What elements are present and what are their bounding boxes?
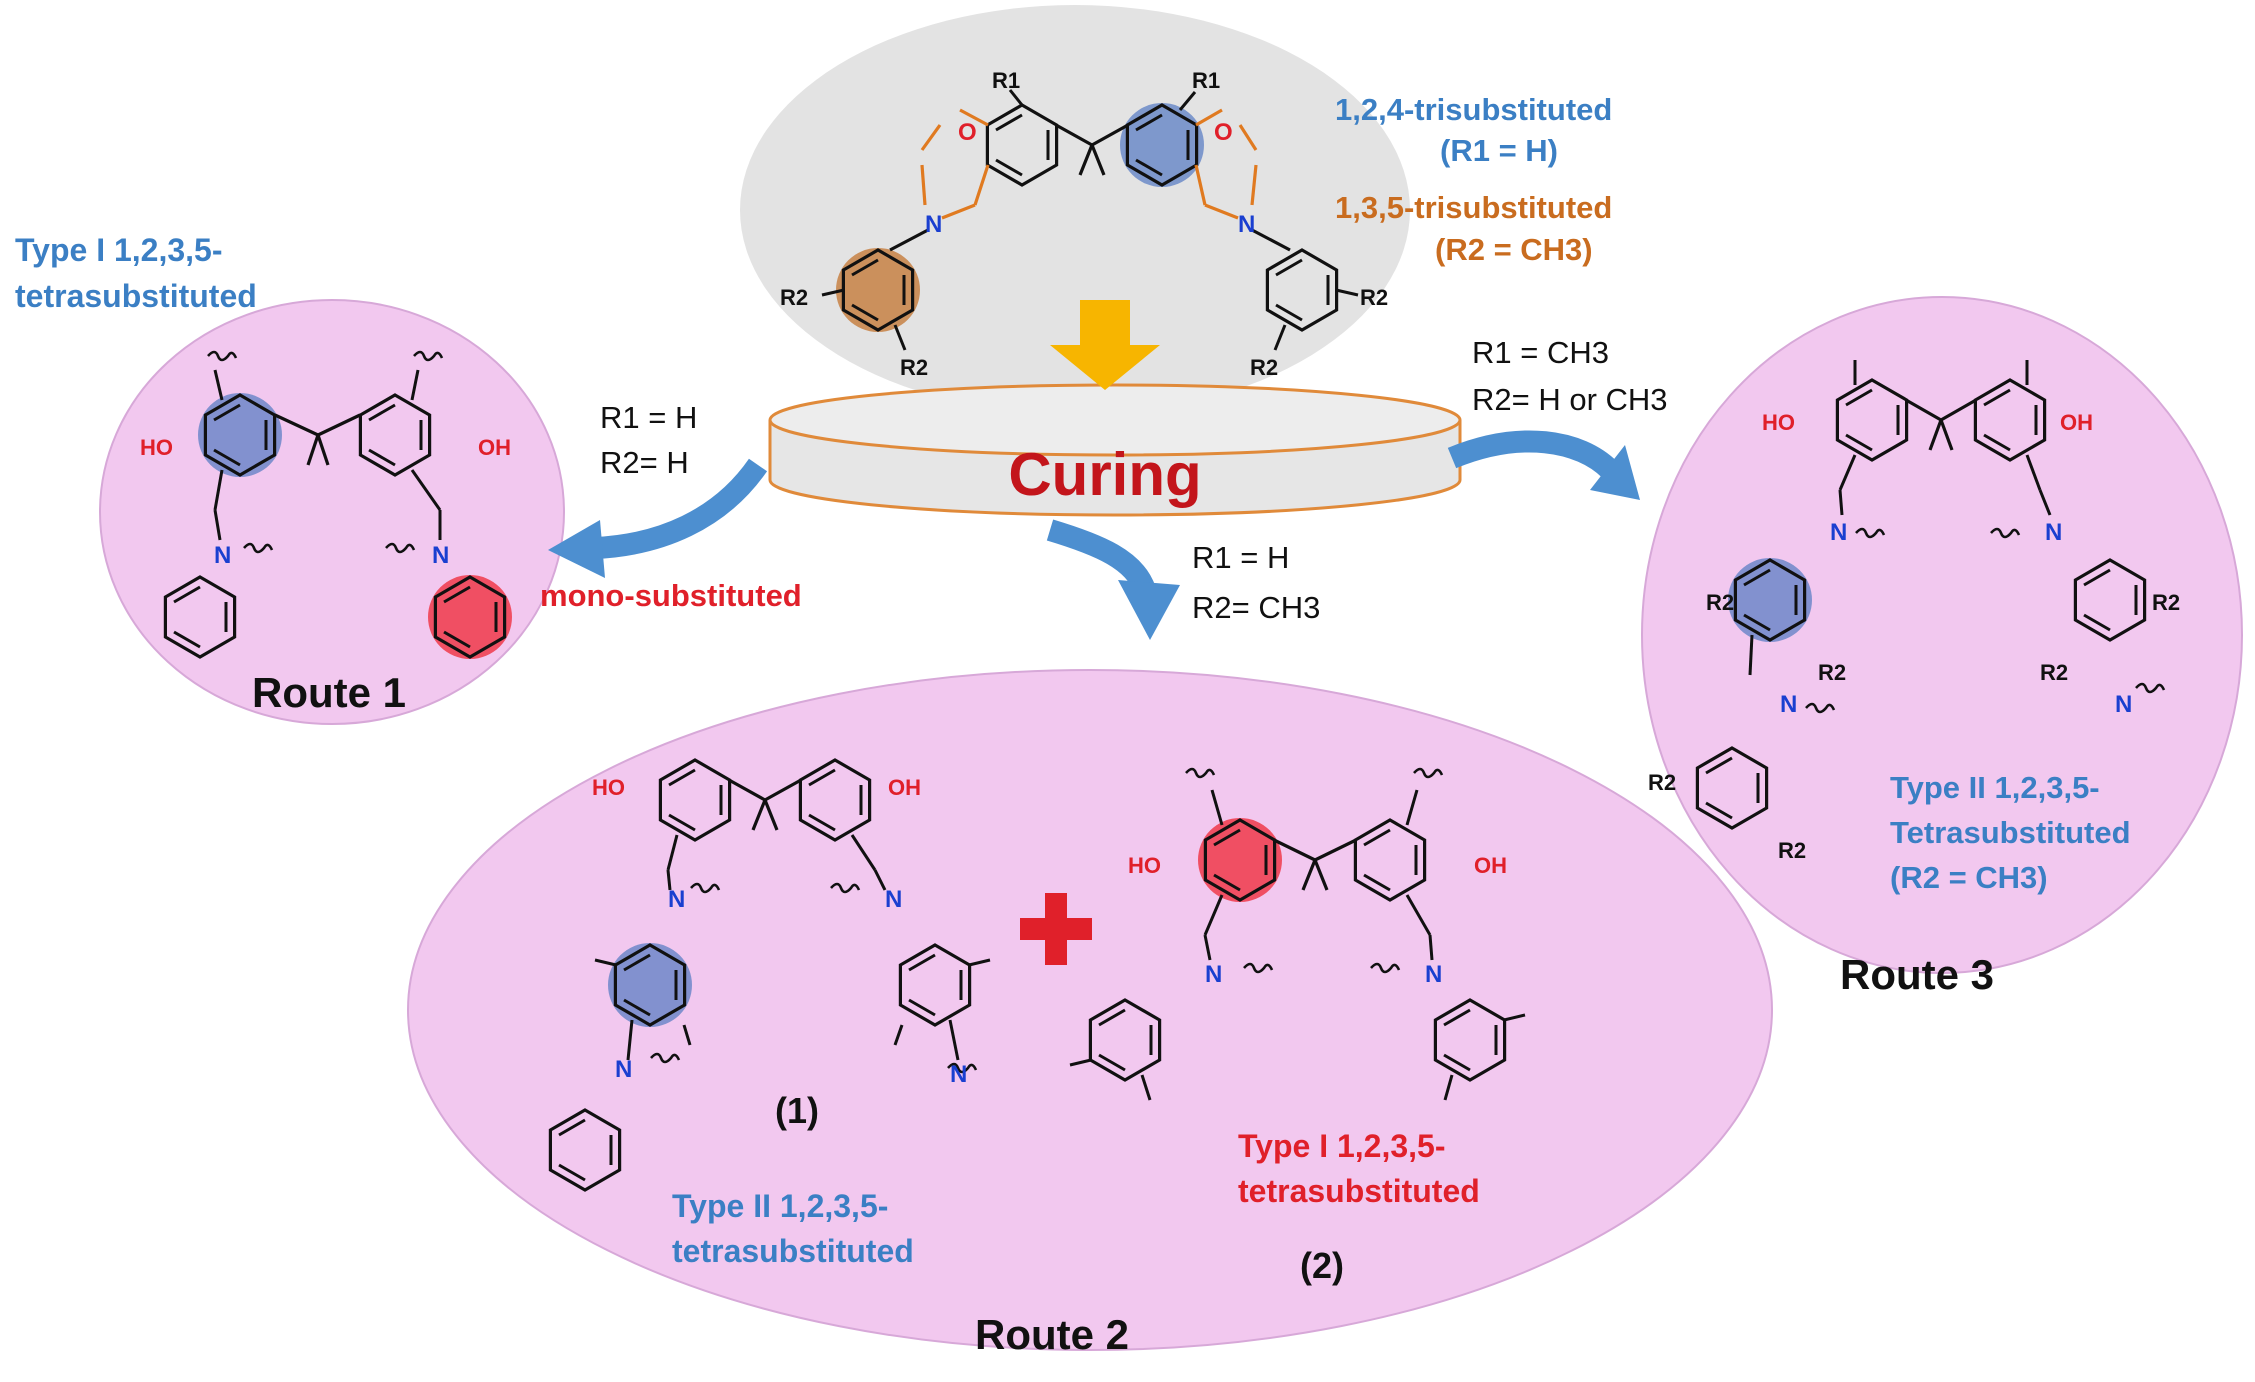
- plus-sign: [1020, 893, 1092, 965]
- nitrogen-atom: N: [668, 886, 685, 913]
- curing-label: Curing: [1008, 441, 1201, 508]
- r2-label: R2: [2040, 660, 2068, 685]
- r1-label: R1: [1192, 68, 1220, 93]
- hydroxyl-label: HO: [140, 435, 173, 460]
- r2-label: R2: [780, 285, 808, 310]
- r2-label: R2: [1648, 770, 1676, 795]
- route2-arrow-head: [1118, 580, 1180, 640]
- red-highlight: [428, 575, 512, 659]
- hydroxyl-label: HO: [1762, 410, 1795, 435]
- hydroxyl-label: OH: [1474, 853, 1507, 878]
- blue-highlight: [1120, 103, 1204, 187]
- curing-down-arrow: [1050, 300, 1160, 390]
- route1-structure: N N HO OH: [140, 350, 512, 659]
- route3-structure: N N N N HO OH R2 R2 R2 R2 R2 R2: [1648, 360, 2180, 863]
- curing-disc: Curing: [768, 383, 1462, 517]
- route2-type2-line1: Type II 1,2,3,5-: [672, 1188, 889, 1224]
- nitrogen-atom: N: [1205, 961, 1222, 988]
- nitrogen-atom: N: [214, 542, 231, 569]
- nitrogen-atom: N: [885, 886, 902, 913]
- route1-condition-r2: R2= H: [600, 445, 689, 480]
- nitrogen-atom: N: [615, 1056, 632, 1083]
- route2-type1-line1: Type I 1,2,3,5-: [1238, 1128, 1446, 1164]
- nitrogen-atom: N: [950, 1061, 967, 1088]
- route2-product1-number: (1): [775, 1090, 819, 1131]
- route3-type-line3: (R2 = CH3): [1890, 860, 2048, 895]
- orange-highlight: [836, 248, 920, 332]
- route2-background: [407, 669, 1773, 1351]
- r2-label: R2: [1706, 590, 1734, 615]
- monomer-substitution-2: 1,3,5-trisubstituted: [1335, 190, 1613, 225]
- route1-title: Route 1: [252, 669, 407, 716]
- blue-highlight: [1728, 558, 1812, 642]
- hydroxyl-label: OH: [888, 775, 921, 800]
- blue-highlight: [608, 943, 692, 1027]
- r2-label: R2: [1818, 660, 1846, 685]
- route2-condition-r2: R2= CH3: [1192, 590, 1321, 625]
- monomer-condition-1: (R1 = H): [1440, 133, 1558, 168]
- route3-arrow: [1447, 430, 1618, 479]
- route3-title: Route 3: [1840, 951, 1995, 998]
- nitrogen-atom: N: [925, 211, 942, 238]
- nitrogen-atom: N: [1830, 519, 1847, 546]
- route2-title: Route 2: [975, 1311, 1130, 1358]
- oxygen-atom: O: [1214, 119, 1233, 146]
- route3-background: [1641, 296, 2243, 974]
- monomer-condition-2: (R2 = CH3): [1435, 232, 1593, 267]
- nitrogen-atom: N: [1780, 691, 1797, 718]
- r2-label: R2: [2152, 590, 2180, 615]
- route2-product2: N N HO OH: [1069, 767, 1526, 1101]
- nitrogen-atom: N: [2115, 691, 2132, 718]
- nitrogen-atom: N: [432, 542, 449, 569]
- hydroxyl-label: HO: [592, 775, 625, 800]
- hydroxyl-label: OH: [2060, 410, 2093, 435]
- route2-product1: N N N N HO OH: [548, 758, 991, 1192]
- route3-arrow-head: [1590, 445, 1640, 500]
- red-highlight: [1198, 818, 1282, 902]
- nitrogen-atom: N: [2045, 519, 2062, 546]
- blue-highlight: [198, 393, 282, 477]
- route2-arrow: [1046, 519, 1156, 595]
- route3-condition-r2: R2= H or CH3: [1472, 382, 1668, 417]
- monomer-structure: O O N N R1 R1 R2 R2 R2 R2: [780, 68, 1388, 380]
- route1-arrow: [594, 458, 768, 559]
- route1-type-line1: Type I 1,2,3,5-: [15, 232, 223, 268]
- hydroxyl-label: HO: [1128, 853, 1161, 878]
- route3-type-line2: Tetrasubstituted: [1890, 815, 2131, 850]
- nitrogen-atom: N: [1425, 961, 1442, 988]
- r2-label: R2: [1360, 285, 1388, 310]
- r2-label: R2: [1778, 838, 1806, 863]
- route2-product2-number: (2): [1300, 1245, 1344, 1286]
- hydroxyl-label: OH: [478, 435, 511, 460]
- r1-label: R1: [992, 68, 1020, 93]
- monomer-substitution-1: 1,2,4-trisubstituted: [1335, 92, 1613, 127]
- r2-label: R2: [900, 355, 928, 380]
- route2-type2-line2: tetrasubstituted: [672, 1233, 914, 1269]
- route1-condition-r1: R1 = H: [600, 400, 698, 435]
- route2-condition-r1: R1 = H: [1192, 540, 1290, 575]
- route1-arrow-head: [548, 520, 605, 578]
- route1-mono-label: mono-substituted: [540, 578, 802, 613]
- nitrogen-atom: N: [1238, 211, 1255, 238]
- route3-condition-r1: R1 = CH3: [1472, 335, 1609, 370]
- route2-type1-line2: tetrasubstituted: [1238, 1173, 1480, 1209]
- route1-type-line2: tetrasubstituted: [15, 278, 257, 314]
- r2-label: R2: [1250, 355, 1278, 380]
- route1-background: [99, 299, 565, 725]
- oxygen-atom: O: [958, 119, 977, 146]
- route3-type-line1: Type II 1,2,3,5-: [1890, 770, 2100, 805]
